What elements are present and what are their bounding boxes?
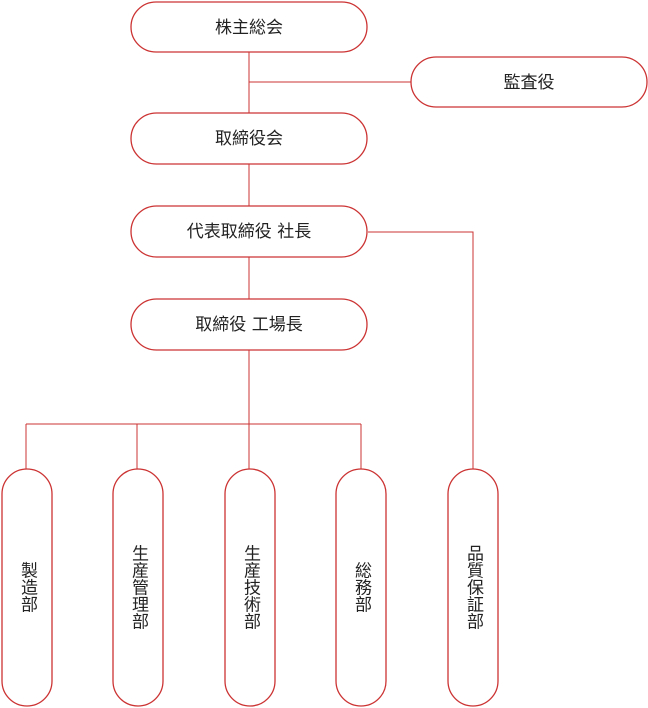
node-production-management-label: 生産管理部 — [128, 544, 149, 629]
node-plant-manager: 取締役 工場長 — [130, 298, 368, 351]
node-shareholders-meeting-label: 株主総会 — [215, 18, 283, 38]
node-manufacturing-label: 製造部 — [17, 561, 38, 612]
node-board-of-directors-label: 取締役会 — [215, 129, 283, 149]
node-plant-manager-label: 取締役 工場長 — [195, 315, 302, 335]
connectors — [25, 52, 474, 469]
node-shareholders-meeting: 株主総会 — [130, 1, 368, 53]
node-auditor-label: 監査役 — [504, 73, 555, 93]
node-general-affairs-label: 総務部 — [351, 561, 372, 612]
node-president-label: 代表取締役 社長 — [187, 222, 311, 242]
node-production-management: 生産管理部 — [112, 468, 164, 707]
node-general-affairs: 総務部 — [335, 468, 387, 707]
node-auditor: 監査役 — [410, 56, 648, 108]
node-president: 代表取締役 社長 — [130, 205, 368, 258]
node-production-engineering: 生産技術部 — [224, 468, 276, 707]
node-quality-assurance-label: 品質保証部 — [463, 545, 484, 630]
node-quality-assurance: 品質保証部 — [447, 468, 499, 707]
connector-president-quality — [368, 231, 474, 469]
node-manufacturing: 製造部 — [1, 468, 53, 707]
node-board-of-directors: 取締役会 — [130, 112, 368, 165]
node-production-engineering-label: 生産技術部 — [240, 544, 261, 629]
